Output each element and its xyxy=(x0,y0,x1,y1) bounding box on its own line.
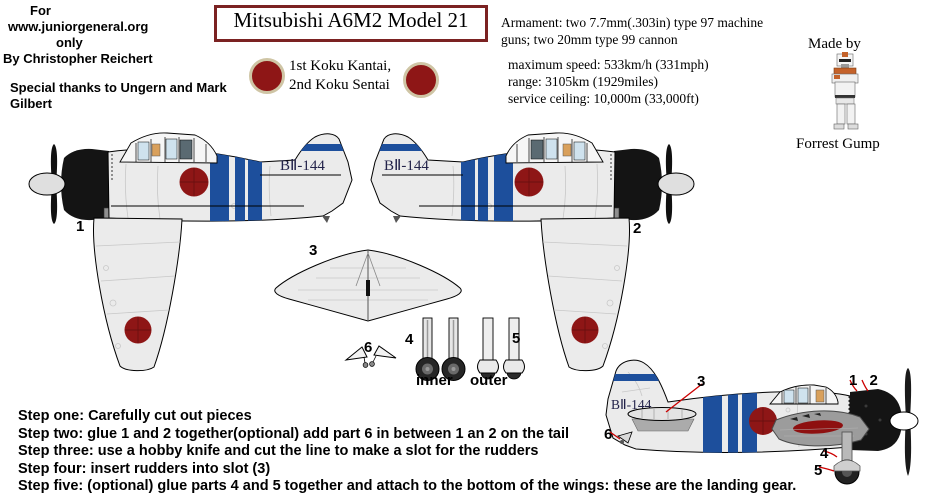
instruction-step1: Step one: Carefully cut out pieces xyxy=(18,408,252,424)
part5-label: 5 xyxy=(512,330,521,347)
assembly-instructions: Step one: Carefully cut out pieces Step … xyxy=(18,408,796,496)
part6-label: 6 xyxy=(364,339,373,356)
unit-line1: 1st Koku Kantai, xyxy=(289,58,392,74)
armament-line1: Armament: two 7.7mm(.303in) type 97 mach… xyxy=(501,15,764,30)
roundel-badge-left xyxy=(249,58,285,94)
instruction-step3: Step three: use a hobby knife and cut th… xyxy=(18,443,539,459)
assembled-part5-label: 5 xyxy=(814,462,823,479)
page-title: Mitsubishi A6M2 Model 21 xyxy=(214,5,488,42)
spec-range: range: 3105km (1929miles) xyxy=(508,74,658,89)
assembled-parts12-label: 1 2 xyxy=(849,372,882,389)
instruction-step4: Step four: insert rudders into slot (3) xyxy=(18,460,271,477)
outer-label: outer xyxy=(470,372,508,389)
spec-speed: maximum speed: 533km/h (331mph) xyxy=(508,57,709,72)
credit-author: By Christopher Reichert xyxy=(3,51,153,66)
part2-label: 2 xyxy=(633,220,642,237)
tail-code-part1: BⅡ-144 xyxy=(280,158,325,174)
tail-code-part2: BⅡ-144 xyxy=(384,158,429,174)
credit-site: www.juniorgeneral.org xyxy=(8,19,149,34)
spec-ceiling: service ceiling: 10,000m (33,000ft) xyxy=(508,91,699,106)
leader-lines xyxy=(609,379,869,472)
instruction-step5: Step five: (optional) glue parts 4 and 5… xyxy=(18,478,797,494)
aircraft-part2-drawing: BⅡ-144 xyxy=(370,118,715,373)
credit-thanks-line2: Gilbert xyxy=(10,96,52,111)
roundel-badge-right xyxy=(403,62,439,98)
gear-part5-drawing xyxy=(477,317,525,380)
trooper-figure xyxy=(831,52,859,130)
unit-designation: 1st Koku Kantai, 2nd Koku Sentai xyxy=(289,57,391,95)
part3-label: 3 xyxy=(309,242,318,259)
assembled-part6-label: 6 xyxy=(604,426,613,443)
credit-only: only xyxy=(56,35,83,50)
made-by-label: Made by xyxy=(808,36,861,52)
armament-line2: guns; two 20mm type 99 cannon xyxy=(501,32,678,47)
assembled-part4-label: 4 xyxy=(820,445,829,462)
aircraft-part1-drawing: BⅡ-144 xyxy=(8,118,353,373)
unit-line2: 2nd Koku Sentai xyxy=(289,77,390,93)
instruction-step2: Step two: glue 1 and 2 together(optional… xyxy=(18,425,570,442)
assembled-model-drawing: BⅡ-144 xyxy=(605,359,919,485)
tailplane-part3-drawing xyxy=(274,249,462,322)
inner-label: inner xyxy=(416,372,453,389)
made-by-author: Forrest Gump xyxy=(796,136,880,152)
part1-label: 1 xyxy=(76,218,85,235)
credit-thanks-line1: Special thanks to Ungern and Mark xyxy=(10,80,227,95)
rudders-part6-drawing xyxy=(344,345,397,368)
gear-part4-drawing xyxy=(415,317,466,381)
assembled-part3-label: 3 xyxy=(697,373,706,390)
tail-code-assembled: BⅡ-144 xyxy=(611,397,652,412)
credit-for: For xyxy=(30,3,51,18)
part4-label: 4 xyxy=(405,331,414,348)
